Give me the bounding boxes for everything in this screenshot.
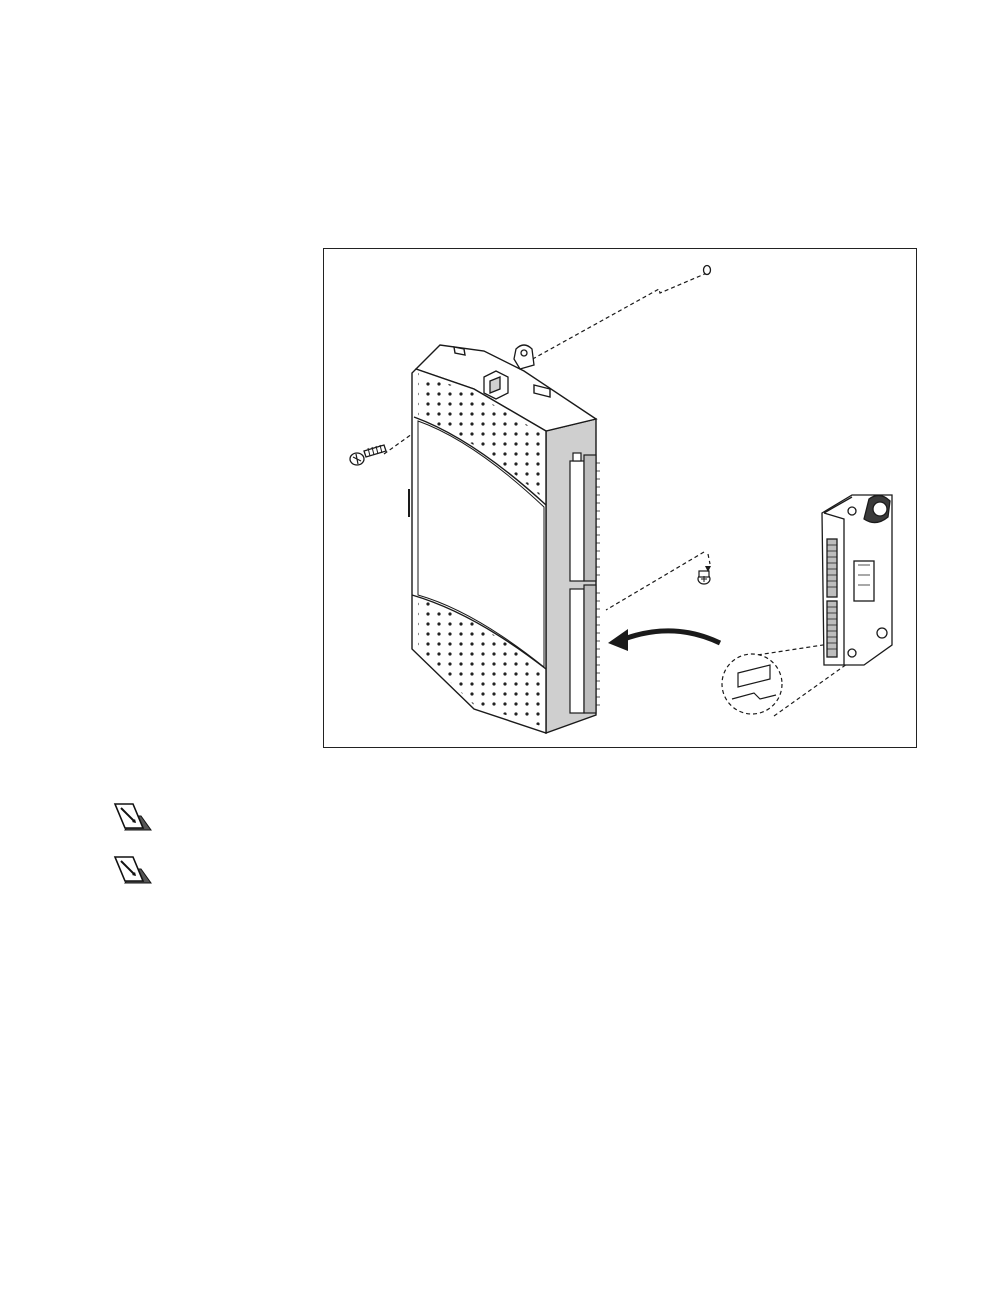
screw-terminal-connector-lower bbox=[570, 585, 596, 713]
screw-terminal-connector-upper bbox=[570, 453, 596, 581]
detail-callout-circle bbox=[722, 654, 782, 714]
figure-frame bbox=[323, 248, 917, 748]
note-pencil-icon bbox=[111, 853, 155, 889]
panel-mount-screw bbox=[350, 445, 386, 465]
small-thumbscrew bbox=[698, 571, 710, 584]
note-pencil-icon bbox=[111, 800, 155, 836]
keyhole-washer bbox=[704, 266, 711, 275]
assembly-illustration bbox=[324, 249, 918, 749]
install-arrow bbox=[608, 629, 720, 651]
screw-terminal-connector-block bbox=[822, 495, 892, 665]
